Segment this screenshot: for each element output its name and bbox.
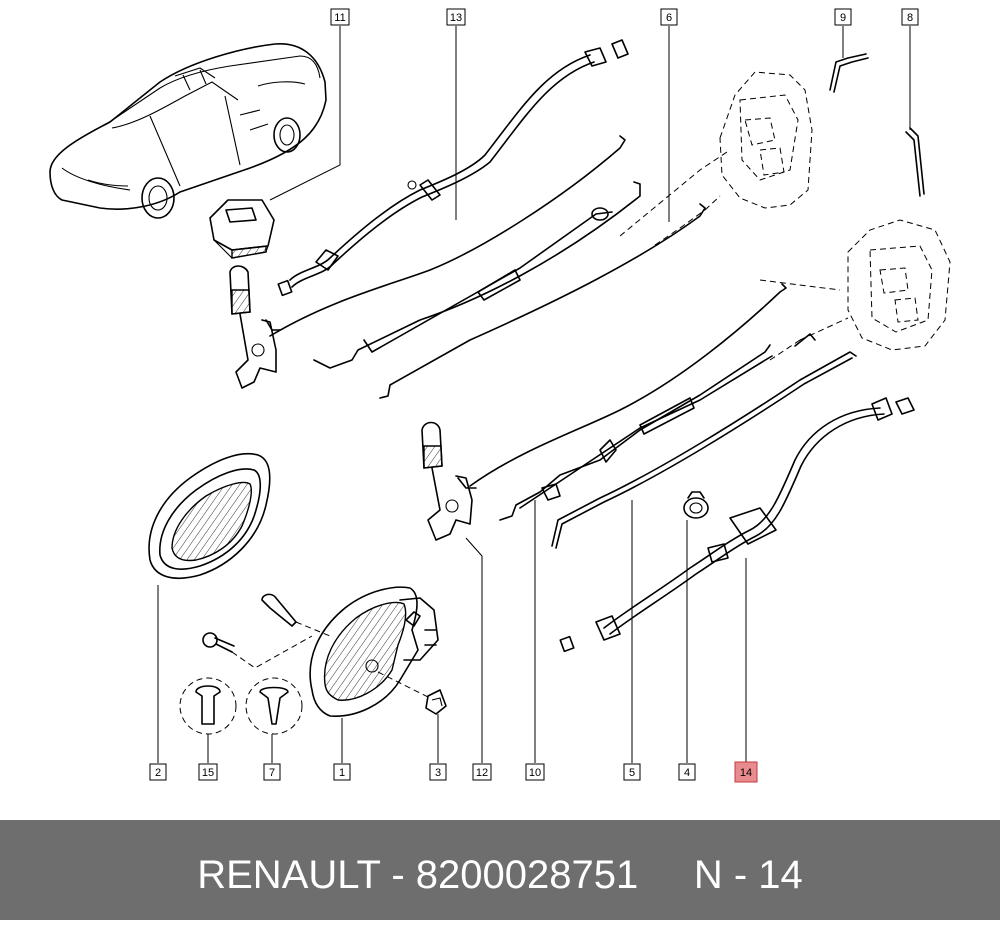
callout-8-label: 8 bbox=[907, 12, 913, 24]
part-2-handle-bezel bbox=[148, 453, 271, 580]
part-number-caption: RENAULT - 8200028751 N - 14 bbox=[197, 853, 803, 897]
callout-14-highlight bbox=[734, 761, 758, 783]
callout-6-label: 6 bbox=[666, 12, 672, 24]
part-3-clip bbox=[425, 689, 447, 715]
callout-6: 6 bbox=[660, 8, 678, 26]
callout-1-label: 1 bbox=[339, 767, 345, 779]
part-9-rod bbox=[829, 53, 869, 93]
part-14-lower-cable bbox=[559, 397, 915, 653]
lower-lock-mechanism bbox=[759, 219, 951, 361]
callout-5-label: 5 bbox=[629, 767, 635, 779]
part-8-rod bbox=[905, 127, 925, 197]
lower-rods bbox=[469, 283, 857, 549]
callout-2-label: 2 bbox=[155, 767, 161, 779]
car-illustration bbox=[49, 43, 327, 219]
callout-5: 5 bbox=[623, 763, 641, 781]
callout-11-label: 11 bbox=[334, 12, 345, 24]
callout-10: 10 bbox=[525, 763, 545, 781]
mounting-dash-lines bbox=[231, 621, 431, 699]
callout-12-label: 12 bbox=[476, 767, 488, 779]
callout-3: 3 bbox=[429, 763, 447, 781]
callout-7: 7 bbox=[263, 763, 281, 781]
part-12-lever bbox=[421, 421, 477, 541]
callout-11: 11 bbox=[330, 8, 350, 26]
upper-inner-lever bbox=[229, 265, 281, 389]
callout-10-label: 10 bbox=[529, 767, 541, 779]
callout-13: 13 bbox=[446, 8, 466, 26]
callout-8: 8 bbox=[901, 8, 919, 26]
callout-15-label: 15 bbox=[202, 767, 214, 779]
upper-lock-mechanism bbox=[619, 71, 813, 246]
parts-diagram: 11 13 6 9 8 2 15 7 bbox=[49, 8, 951, 783]
callout-13-label: 13 bbox=[450, 12, 462, 24]
part-11-switch bbox=[209, 199, 275, 259]
callout-15: 15 bbox=[198, 763, 218, 781]
callout-7-label: 7 bbox=[269, 767, 275, 779]
callout-1: 1 bbox=[333, 763, 351, 781]
callout-4-label: 4 bbox=[684, 767, 690, 779]
part-4-clip bbox=[683, 491, 709, 519]
callout-9: 9 bbox=[834, 8, 852, 26]
footer-bar: RENAULT - 8200028751 N - 14 bbox=[0, 820, 1000, 920]
callout-leaders bbox=[157, 26, 911, 763]
callout-14-label: 14 bbox=[740, 767, 752, 779]
callout-12: 12 bbox=[472, 763, 492, 781]
part-1-interior-handle bbox=[309, 586, 439, 717]
part-13-upper-cable bbox=[277, 39, 629, 297]
part-15-screw bbox=[179, 632, 237, 735]
callout-14: 14 bbox=[734, 761, 758, 783]
callout-9-label: 9 bbox=[840, 12, 846, 24]
part-7-screw bbox=[245, 593, 303, 735]
callout-4: 4 bbox=[678, 763, 696, 781]
callout-2: 2 bbox=[149, 763, 167, 781]
callout-3-label: 3 bbox=[435, 767, 441, 779]
upper-rods bbox=[269, 135, 706, 399]
